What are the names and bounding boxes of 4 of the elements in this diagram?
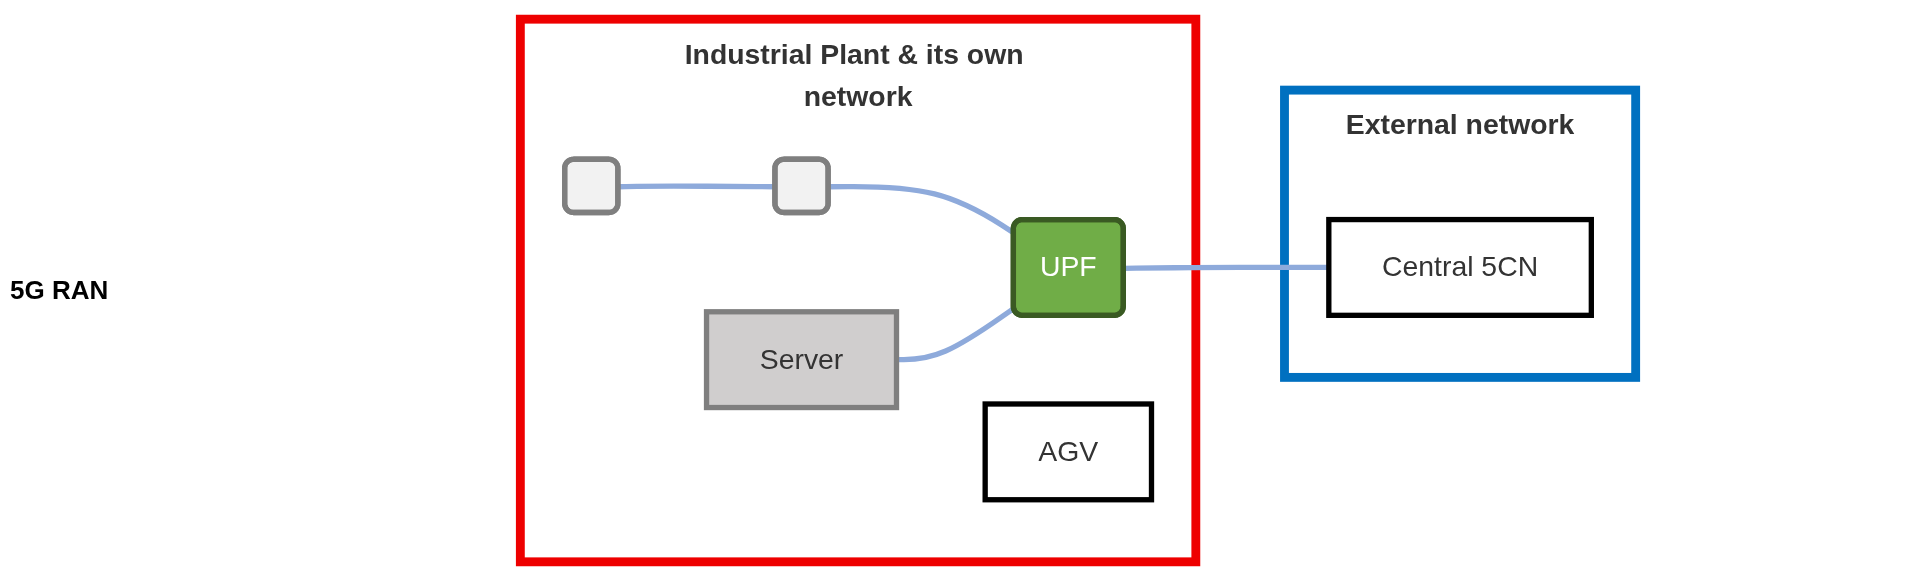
node-box: AGV: [982, 401, 1155, 503]
node-box: Central 5CN: [1326, 216, 1594, 318]
node-box: Server: [703, 309, 900, 411]
text-label: 5G RAN: [10, 275, 110, 306]
